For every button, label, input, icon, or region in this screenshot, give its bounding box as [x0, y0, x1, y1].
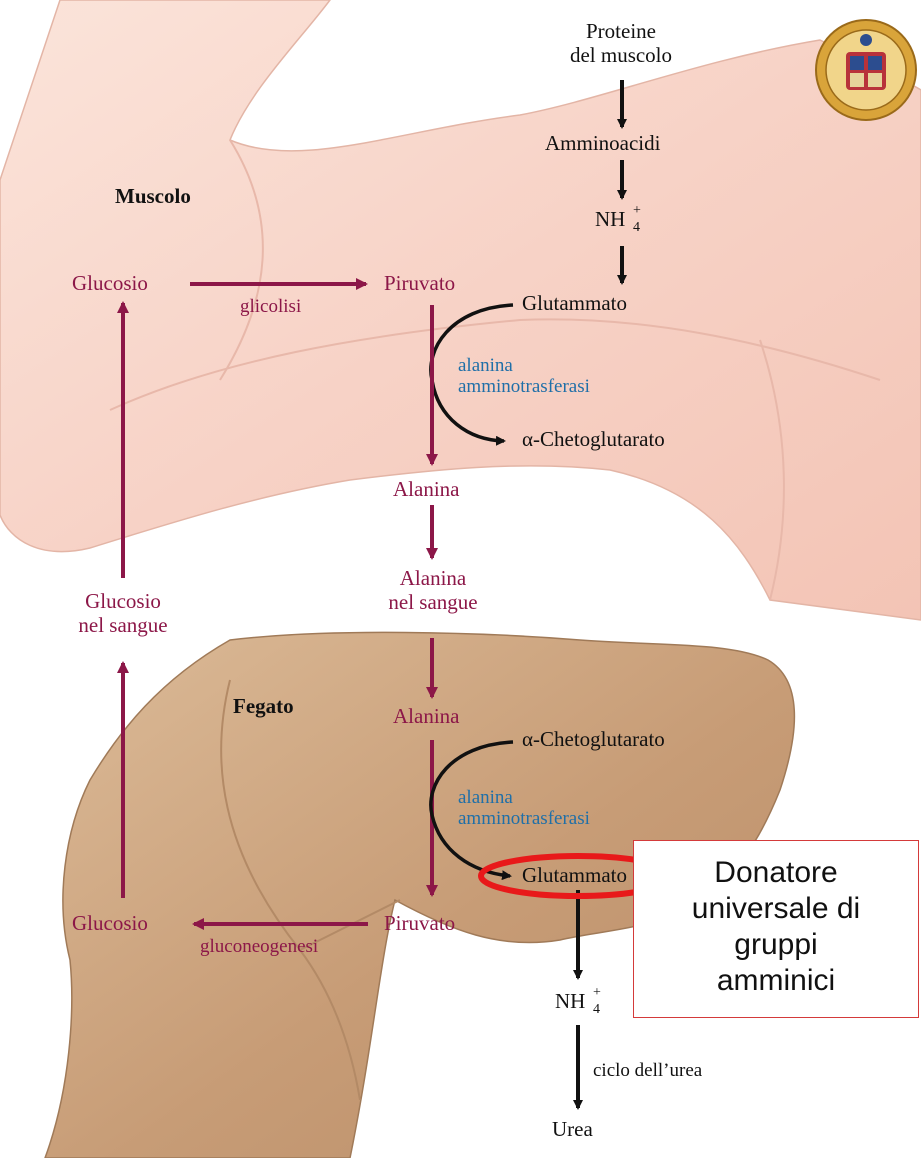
enzyme-muscle-line2: amminotrasferasi	[458, 376, 590, 397]
alanine-liver-label: Alanina	[393, 705, 459, 729]
glucose-liver-label: Glucosio	[72, 912, 148, 936]
enzyme-liver-line1: alanina	[458, 787, 590, 808]
liver-label: Fegato	[233, 695, 294, 719]
enzyme-liver-line2: amminotrasferasi	[458, 808, 590, 829]
ammonium-charge: +	[593, 985, 601, 1001]
muscle-proteins-label: Proteine del muscolo	[540, 20, 702, 67]
muscle-proteins-line2: del muscolo	[540, 44, 702, 68]
muscle-proteins-line1: Proteine	[540, 20, 702, 44]
ammonium-subscript: 4	[593, 1002, 600, 1018]
blood-alanine-label: Alanina nel sangue	[366, 567, 500, 614]
ammonium-charge: +	[633, 203, 641, 219]
glutamate-muscle-label: Glutammato	[522, 292, 627, 316]
enzyme-liver-label: alanina amminotrasferasi	[458, 787, 590, 830]
ammonium-liver-label: NH+4	[555, 990, 585, 1014]
ammonium-base: NH	[555, 989, 585, 1013]
ammonium-base: NH	[595, 207, 625, 231]
enzyme-muscle-label: alanina amminotrasferasi	[458, 355, 590, 398]
blood-alanine-line2: nel sangue	[366, 591, 500, 615]
blood-glucose-label: Glucosio nel sangue	[55, 590, 191, 637]
blood-glucose-line2: nel sangue	[55, 614, 191, 638]
blood-alanine-line1: Alanina	[366, 567, 500, 591]
callout-line4: amminici	[634, 963, 918, 999]
glucose-muscle-label: Glucosio	[72, 272, 148, 296]
ammonium-subscript: 4	[633, 220, 640, 236]
alanine-muscle-label: Alanina	[393, 478, 459, 502]
callout-line1: Donatore	[634, 855, 918, 891]
pyruvate-muscle-label: Piruvato	[384, 272, 455, 296]
ammonium-muscle-label: NH+4	[595, 208, 625, 232]
callout-text: Donatore universale di gruppi amminici	[634, 855, 918, 999]
glutamate-liver-label: Glutammato	[522, 864, 627, 888]
callout-line3: gruppi	[634, 927, 918, 963]
pyruvate-liver-label: Piruvato	[384, 912, 455, 936]
ketoglutarate-muscle-label: α-Chetoglutarato	[522, 428, 665, 452]
university-seal-logo	[816, 20, 916, 120]
blood-glucose-line1: Glucosio	[55, 590, 191, 614]
urea-label: Urea	[552, 1118, 593, 1142]
callout-box: Donatore universale di gruppi amminici	[633, 840, 919, 1018]
urea-cycle-label: ciclo dell’urea	[593, 1060, 702, 1081]
ketoglutarate-liver-label: α-Chetoglutarato	[522, 728, 665, 752]
amino-acids-label: Amminoacidi	[545, 132, 660, 156]
gluconeogenesis-label: gluconeogenesi	[200, 936, 318, 957]
muscle-label: Muscolo	[115, 185, 191, 209]
callout-line2: universale di	[634, 891, 918, 927]
glycolysis-label: glicolisi	[240, 296, 301, 317]
enzyme-muscle-line1: alanina	[458, 355, 590, 376]
